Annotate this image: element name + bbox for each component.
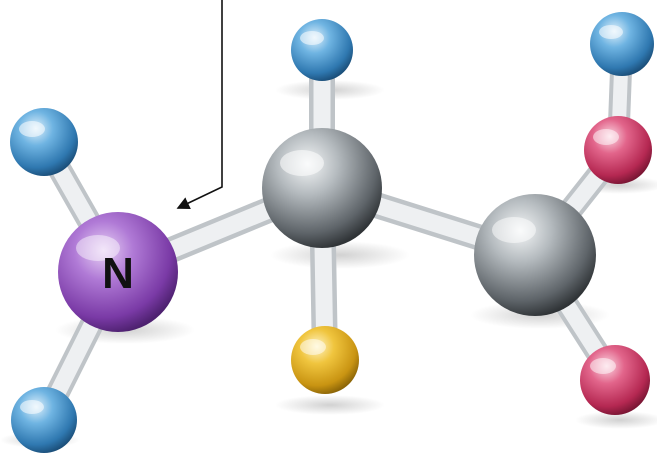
nitrogen-atom-icon: N xyxy=(58,212,178,332)
hydrogen-atom-icon xyxy=(11,387,77,453)
pointer-arrow-icon xyxy=(176,0,223,209)
hydrogen-atom-icon xyxy=(590,12,654,76)
hydrogen-atom-icon xyxy=(10,108,78,176)
nitrogen-label: N xyxy=(102,249,134,298)
carbon-atom-icon xyxy=(474,194,596,316)
side-chain-atom-icon xyxy=(291,326,359,394)
hydrogen-atom-icon xyxy=(291,19,353,81)
carbon-atom-icon xyxy=(262,128,382,248)
oxygen-atom-icon xyxy=(580,345,650,415)
oxygen-atom-icon xyxy=(584,116,652,184)
